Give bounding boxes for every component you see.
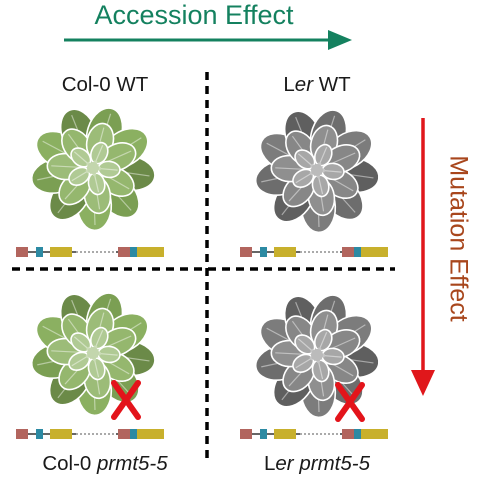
exon-block bbox=[274, 429, 296, 439]
green-rosette-bottom-left bbox=[30, 292, 156, 417]
exon-block bbox=[240, 247, 252, 257]
gray-rosette-bottom-right bbox=[254, 294, 380, 419]
mutation-x-mark-bottom-right bbox=[335, 382, 365, 422]
exon-block bbox=[137, 247, 164, 257]
exon-block bbox=[137, 429, 164, 439]
exon-block bbox=[130, 429, 137, 439]
exon-block bbox=[118, 247, 130, 257]
gray-rosette-top-right bbox=[254, 109, 380, 234]
leaf-inner bbox=[311, 354, 330, 383]
label-col-0-prmt5-5: Col-0 prmt5-5 bbox=[0, 452, 210, 476]
exon-block bbox=[50, 429, 72, 439]
label-ler-prmt5-5: Ler prmt5-5 bbox=[212, 452, 422, 476]
mutation-effect-label-wrap: Mutation Effect bbox=[438, 128, 478, 348]
accession-arrow bbox=[64, 30, 352, 50]
green-rosette-top-left bbox=[30, 107, 156, 232]
label-col-0-prmt5-5-prefix: Col-0 bbox=[42, 452, 98, 475]
mutation-arrow bbox=[411, 118, 435, 396]
exon-block bbox=[354, 429, 361, 439]
label-ler-prmt5-5-italic-a: er bbox=[275, 452, 294, 475]
label-ler-wt-italic: er bbox=[294, 73, 314, 96]
exon-block bbox=[50, 247, 72, 257]
exon-block bbox=[361, 429, 388, 439]
label-ler-prmt5-5-prefix: L bbox=[264, 452, 276, 475]
exon-block bbox=[354, 247, 361, 257]
gene-model-bottom-left bbox=[16, 429, 164, 439]
exon-block bbox=[36, 429, 43, 439]
accession-effect-label: Accession Effect bbox=[94, 0, 294, 30]
label-col-0-prmt5-5-italic: prmt5-5 bbox=[97, 452, 168, 475]
exon-block bbox=[240, 429, 252, 439]
label-col-0-wt-text: Col-0 WT bbox=[61, 73, 149, 96]
exon-block bbox=[16, 429, 28, 439]
mutation-x-mark-bottom-left bbox=[111, 380, 141, 420]
exon-block bbox=[36, 247, 43, 257]
leaf-inner bbox=[316, 162, 345, 181]
exon-block bbox=[118, 429, 130, 439]
exon-block bbox=[361, 247, 388, 257]
exon-block bbox=[260, 247, 267, 257]
exon-block bbox=[274, 247, 296, 257]
exon-block bbox=[260, 429, 267, 439]
label-ler-wt-prefix: L bbox=[283, 73, 295, 96]
gene-model-top-right bbox=[240, 247, 388, 257]
label-col-0-wt: Col-0 WT bbox=[0, 73, 210, 97]
exon-block bbox=[342, 429, 354, 439]
exon-block bbox=[342, 247, 354, 257]
label-ler-wt: Ler WT bbox=[212, 73, 422, 97]
label-ler-prmt5-5-italic-b: prmt5-5 bbox=[299, 452, 370, 475]
exon-block bbox=[130, 247, 137, 257]
mutation-effect-label: Mutation Effect bbox=[444, 154, 473, 322]
label-ler-wt-suffix: WT bbox=[313, 73, 351, 96]
exon-block bbox=[16, 247, 28, 257]
gene-model-top-left bbox=[16, 247, 164, 257]
gene-model-bottom-right bbox=[240, 429, 388, 439]
